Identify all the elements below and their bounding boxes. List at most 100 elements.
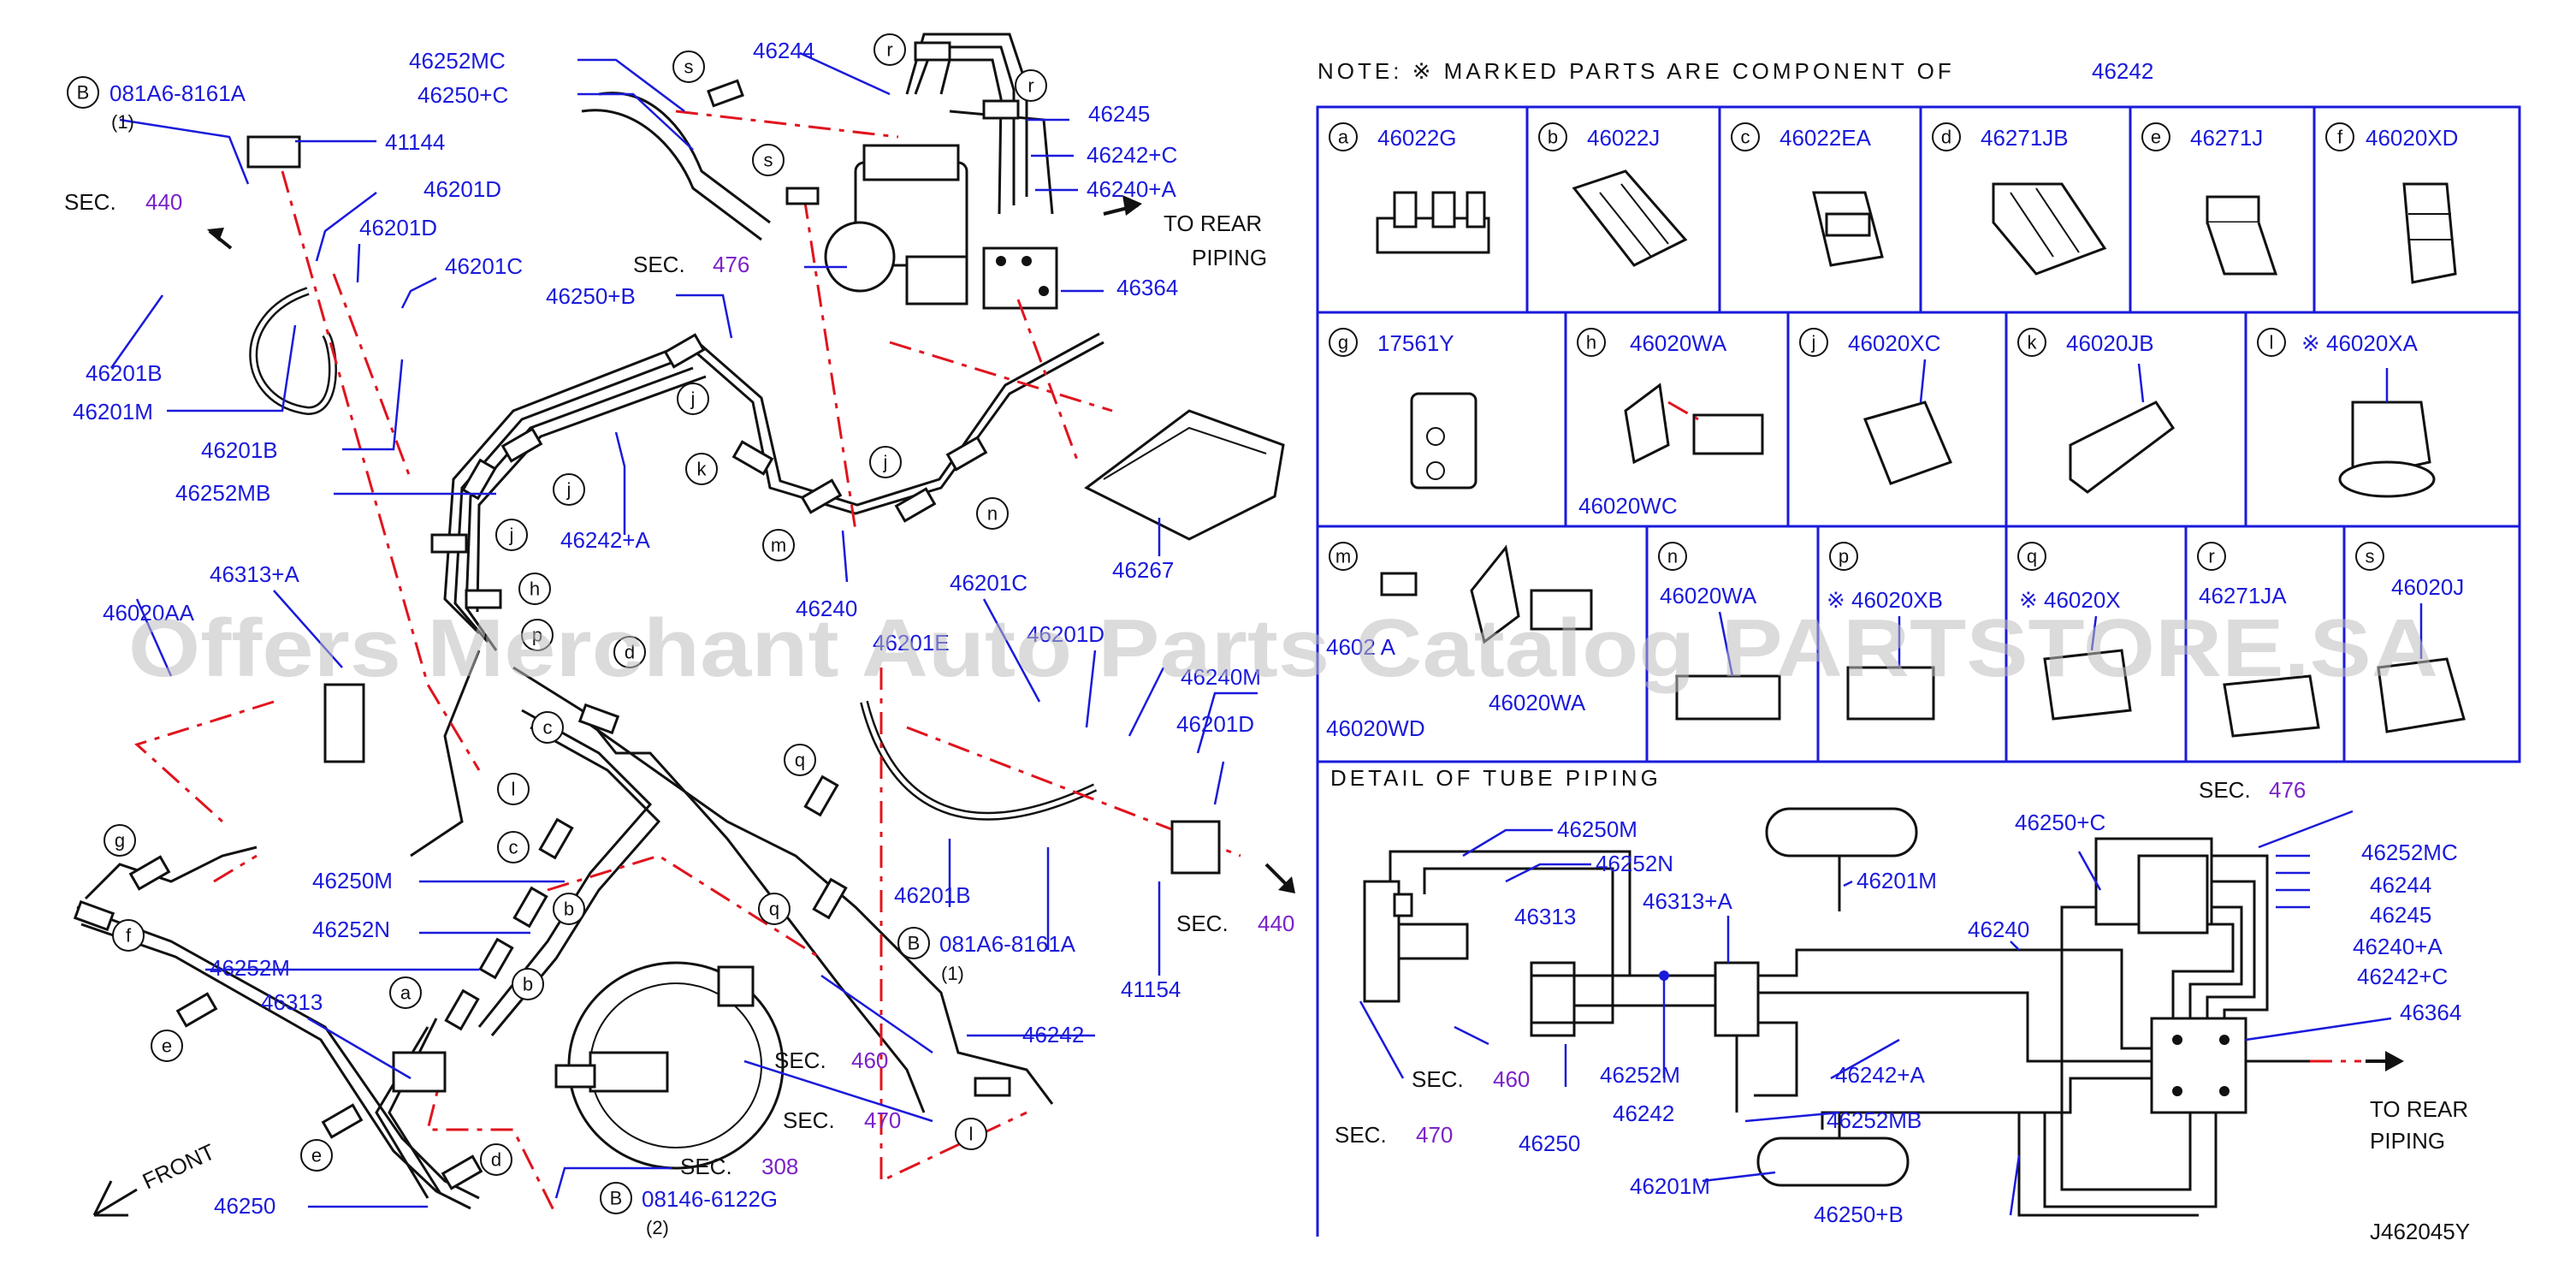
legend-cell-a[interactable]: a 46022G (1329, 122, 1490, 254)
label-sec460-num[interactable]: 460 (851, 1047, 888, 1073)
label-46242C[interactable]: 46242+C (1087, 142, 1177, 168)
detail-label-46242[interactable]: 46242 (1613, 1101, 1674, 1126)
label-46245[interactable]: 46245 (1088, 101, 1150, 127)
legend-cell-e[interactable]: e 46271J (2141, 122, 2278, 276)
label-46201B-a[interactable]: 46201B (86, 360, 163, 386)
label-sec440-right-prefix: SEC. (1176, 911, 1229, 936)
label-46250[interactable]: 46250 (214, 1193, 275, 1219)
label-sec476-num[interactable]: 476 (713, 252, 749, 277)
label-46201D-c[interactable]: 46201D (1027, 621, 1104, 647)
detail-sec460-num[interactable]: 460 (1493, 1066, 1530, 1092)
detail-label-46242C[interactable]: 46242+C (2357, 964, 2448, 989)
label-46201C-b[interactable]: 46201C (950, 570, 1027, 596)
label-46201D-d[interactable]: 46201D (1176, 711, 1254, 737)
legend-cell-k[interactable]: k 46020JB (2017, 328, 2176, 494)
detail-label-46313[interactable]: 46313 (1514, 904, 1576, 929)
detail-label-46250B[interactable]: 46250+B (1814, 1202, 1904, 1227)
label-46250C[interactable]: 46250+C (417, 82, 508, 108)
legend-cell-r[interactable]: r 46271JA (2197, 542, 2320, 738)
label-46201B-c[interactable]: 46201B (894, 882, 971, 908)
legend-cell-h[interactable]: h 46020WA 46020WC (1577, 328, 1764, 519)
label-sec308-num[interactable]: 308 (761, 1154, 798, 1179)
legend-cell-s[interactable]: s 46020J (2355, 542, 2466, 733)
label-46201E[interactable]: 46201E (873, 630, 950, 656)
label-46201D-b[interactable]: 46201D (359, 215, 437, 240)
detail-label-46252N[interactable]: 46252N (1596, 851, 1673, 876)
label-46313[interactable]: 46313 (261, 989, 323, 1015)
detail-label-46252MB[interactable]: 46252MB (1827, 1107, 1922, 1133)
label-46250M[interactable]: 46250M (312, 868, 393, 893)
detail-label-46252M[interactable]: 46252M (1600, 1062, 1680, 1088)
detail-title: DETAIL OF TUBE PIPING (1330, 765, 1661, 791)
label-bolt-mid[interactable]: 081A6-8161A (939, 931, 1076, 957)
label-bolt-bottom-qty: (2) (646, 1217, 669, 1238)
svg-text:e: e (162, 1036, 172, 1057)
label-46242[interactable]: 46242 (1022, 1022, 1084, 1047)
svg-text:l: l (512, 779, 516, 800)
label-46240[interactable]: 46240 (796, 596, 857, 621)
legend-cell-c[interactable]: c 46022EA (1731, 122, 1884, 267)
label-46240A[interactable]: 46240+A (1087, 176, 1176, 202)
legend-cell-q[interactable]: q ※ 46020X (2017, 542, 2132, 721)
label-46250B[interactable]: 46250+B (546, 283, 636, 309)
legend-letter: f (2337, 127, 2343, 148)
detail-label-46201M[interactable]: 46201M (1856, 868, 1937, 893)
detail-sec460-prefix: SEC. (1412, 1066, 1464, 1092)
legend-cell-d[interactable]: d 46271JB (1932, 122, 2107, 276)
label-46267[interactable]: 46267 (1112, 557, 1174, 583)
note-part[interactable]: 46242 (2092, 58, 2153, 84)
label-bolt-top[interactable]: 081A6-8161A (110, 80, 246, 106)
label-41144[interactable]: 41144 (385, 129, 445, 155)
detail-label-46244[interactable]: 46244 (2370, 872, 2431, 898)
label-46201B-b[interactable]: 46201B (201, 437, 278, 463)
legend-cell-n[interactable]: n 46020WA (1658, 542, 1781, 721)
label-46020AA[interactable]: 46020AA (103, 600, 195, 626)
label-46242A[interactable]: 46242+A (560, 527, 650, 553)
detail-label-46245[interactable]: 46245 (2370, 902, 2431, 928)
legend-cell-l[interactable]: l ※ 46020XA (2257, 328, 2436, 498)
legend-cell-p[interactable]: p ※ 46020XB (1827, 542, 1943, 721)
legend-cell-g[interactable]: g 17561Y (1329, 328, 1477, 490)
legend-cell-m[interactable]: m 4602 A 46020WD 46020WA (1326, 542, 1593, 741)
detail-sec476-num[interactable]: 476 (2269, 777, 2306, 803)
legend-cell-j[interactable]: j 46020XC (1799, 328, 1953, 485)
label-46252N[interactable]: 46252N (312, 917, 390, 942)
label-sec440-right-num[interactable]: 440 (1258, 911, 1294, 936)
label-sec440-left-num[interactable]: 440 (145, 189, 182, 215)
detail-label-46250C[interactable]: 46250+C (2015, 810, 2105, 835)
label-46252MB[interactable]: 46252MB (175, 480, 270, 506)
svg-text:l: l (969, 1124, 974, 1145)
detail-label-46364[interactable]: 46364 (2400, 1000, 2461, 1025)
label-46201C-a[interactable]: 46201C (445, 253, 523, 279)
label-46313A[interactable]: 46313+A (210, 561, 299, 587)
label-46201D-a[interactable]: 46201D (423, 176, 501, 202)
label-bolt-bottom[interactable]: 08146-6122G (642, 1186, 778, 1212)
detail-label-46240A[interactable]: 46240+A (2353, 934, 2443, 959)
bolt-marker-letter: B (908, 933, 921, 954)
label-41154[interactable]: 41154 (1121, 976, 1181, 1002)
legend-cell-b[interactable]: b 46022J (1538, 122, 1688, 267)
label-46244[interactable]: 46244 (753, 38, 814, 63)
label-sec308-prefix: SEC. (680, 1154, 732, 1179)
svg-text:j: j (509, 525, 514, 546)
label-46201M[interactable]: 46201M (73, 399, 153, 424)
label-46252MC[interactable]: 46252MC (409, 48, 506, 74)
svg-text:f: f (126, 925, 132, 947)
legend-part: 17561Y (1377, 330, 1454, 356)
label-46364[interactable]: 46364 (1116, 275, 1178, 300)
legend-letter: q (2027, 546, 2037, 567)
label-46240M[interactable]: 46240M (1181, 664, 1261, 690)
detail-sec470-num[interactable]: 470 (1416, 1122, 1453, 1148)
detail-label-46240[interactable]: 46240 (1968, 917, 2029, 942)
detail-label-46201M-b[interactable]: 46201M (1630, 1173, 1710, 1199)
label-46252M[interactable]: 46252M (210, 955, 290, 981)
detail-label-46250[interactable]: 46250 (1519, 1131, 1580, 1156)
note-text: NOTE: ※ MARKED PARTS ARE COMPONENT OF (1318, 58, 1955, 84)
detail-label-46313A[interactable]: 46313+A (1643, 888, 1732, 914)
legend-cell-f[interactable]: f 46020XD (2325, 122, 2458, 284)
detail-label-46242A[interactable]: 46242+A (1835, 1062, 1925, 1088)
label-sec470-num[interactable]: 470 (864, 1107, 901, 1133)
detail-label-46252MC[interactable]: 46252MC (2361, 840, 2458, 865)
legend-letter: e (2151, 127, 2161, 148)
detail-label-46250M[interactable]: 46250M (1557, 816, 1637, 842)
